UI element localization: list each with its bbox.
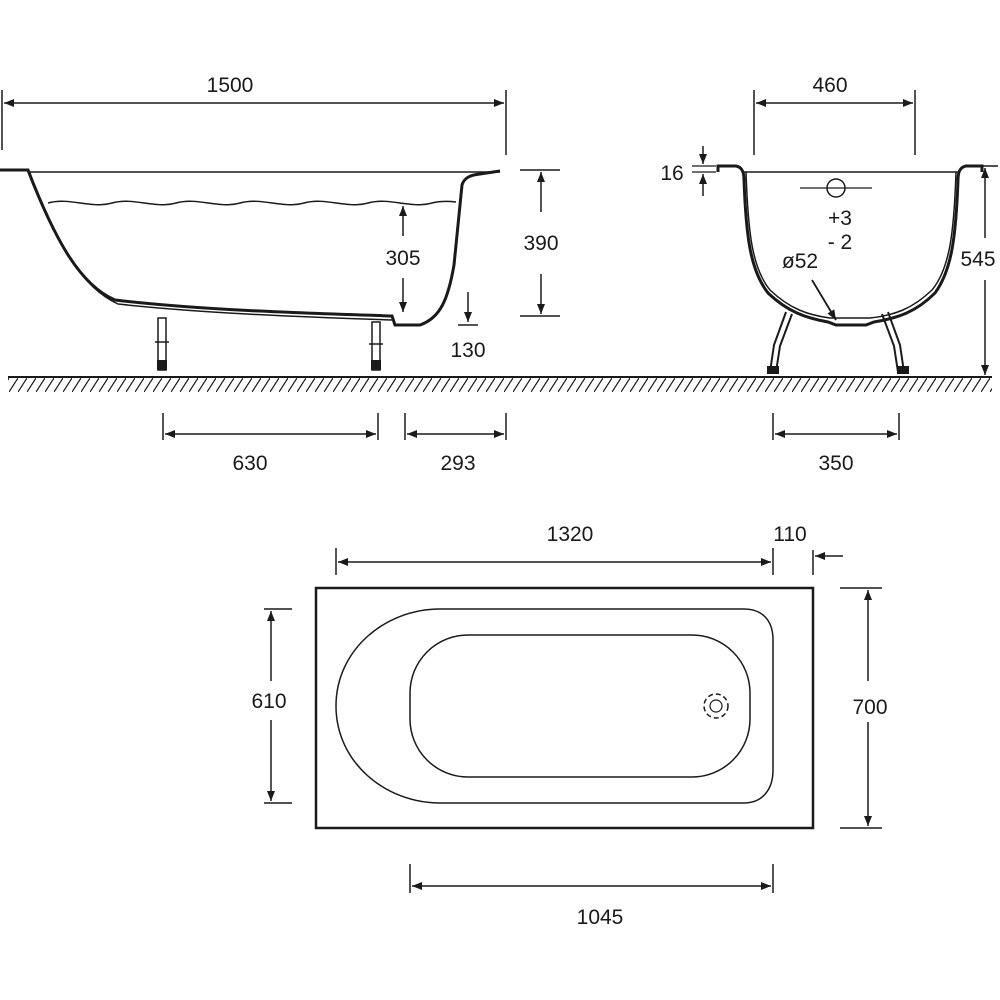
- dim-leg-spacing-630: 630: [162, 413, 379, 475]
- dim-label-drain-diameter: ø52: [782, 250, 818, 273]
- side-view-tub-outline: [0, 168, 501, 327]
- floor: [8, 376, 992, 392]
- dim-label-drain-offset: 130: [450, 339, 485, 362]
- dim-label-bottom-length: 1045: [577, 906, 624, 929]
- dim-drain-diameter: ø52: [782, 250, 837, 321]
- tolerance-minus: - 2: [828, 231, 853, 254]
- dim-height-390: 390: [520, 169, 560, 317]
- dim-rim-16: 16: [660, 146, 716, 196]
- dim-water-depth-305: 305: [385, 206, 421, 312]
- water-line: [47, 200, 457, 206]
- plan-basin-outline: [335, 608, 774, 804]
- dim-label-inner-width: 610: [251, 690, 286, 713]
- dim-label-leg-to-end: 293: [440, 452, 475, 475]
- dim-label-top-width: 460: [812, 74, 847, 97]
- dim-top-width-460: 460: [753, 74, 916, 155]
- drain-icon: [703, 693, 729, 719]
- plan-view: 1320 110 610 700 1045: [251, 523, 887, 929]
- dim-label-leg-spacing: 630: [232, 452, 267, 475]
- end-view: 460 16 +3 - 2 ø52 545: [660, 74, 998, 475]
- dim-label-water-depth: 305: [385, 247, 420, 270]
- dim-label-overall-height: 545: [960, 248, 995, 271]
- dim-end-leg-spacing-350: 350: [772, 413, 900, 475]
- plan-outer-rim: [314, 586, 815, 830]
- dim-inner-length-1320: 1320: [335, 523, 774, 575]
- overflow-icon: [800, 178, 872, 198]
- dim-outer-width-700: 700: [840, 587, 888, 829]
- side-view: 1500 390 305 130 630: [0, 74, 560, 475]
- end-view-tub-outline: [716, 164, 984, 327]
- tolerance-plus: +3: [828, 207, 852, 230]
- dim-drain-offset-130: 130: [450, 292, 486, 362]
- dim-leg-to-end-293: 293: [404, 413, 507, 475]
- dim-label-rim: 16: [660, 162, 683, 185]
- dim-label-length: 1500: [207, 74, 254, 97]
- side-legs: [155, 317, 383, 371]
- end-legs: [767, 311, 909, 374]
- dim-label-outer-width: 700: [852, 696, 887, 719]
- plan-basin-bottom: [409, 634, 751, 778]
- dim-height-545: 545: [960, 165, 998, 375]
- dim-label-drain-end: 110: [773, 523, 806, 546]
- dim-label-height: 390: [523, 232, 558, 255]
- dim-bottom-length-1045: 1045: [409, 864, 774, 929]
- dim-label-end-leg-spacing: 350: [818, 452, 853, 475]
- dim-drain-end-110: 110: [773, 523, 843, 575]
- dim-inner-width-610: 610: [251, 608, 292, 804]
- dim-length-1500: 1500: [1, 74, 507, 155]
- dim-label-inner-length: 1320: [547, 523, 594, 546]
